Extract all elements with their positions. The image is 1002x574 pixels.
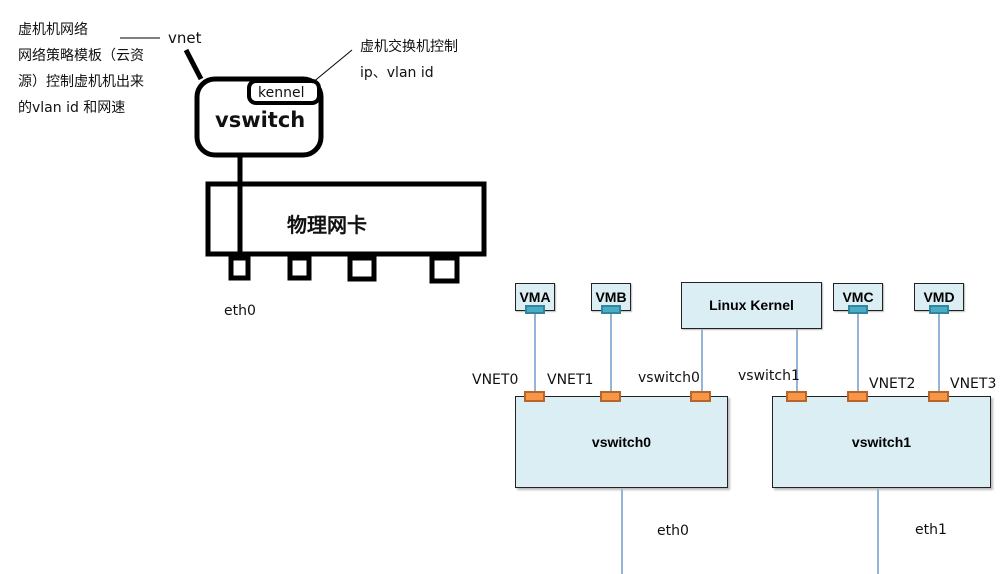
kennel-pointer-line (311, 49, 353, 84)
vm-label: VMA (519, 289, 551, 305)
switch-port-vswitch0 (690, 391, 711, 402)
note-line: 虚机交换机控制 (360, 39, 458, 55)
nic-port-4 (429, 255, 460, 284)
uplink-label-eth1: eth1 (915, 522, 947, 538)
vswitch0-box[interactable]: vswitch0 (515, 396, 728, 488)
vm-label: VMC (842, 289, 874, 305)
vswitch1-label: vswitch1 (851, 434, 912, 450)
port-label-vswitch1: vswitch1 (738, 368, 800, 384)
note-line: 虚机机网络 (18, 22, 88, 38)
vm-nic-vmb (601, 305, 621, 314)
switch-port-vnet2 (847, 391, 868, 402)
vm-nic-vma (525, 305, 545, 314)
port-label-vnet1: VNET1 (547, 372, 594, 388)
note-line: 的vlan id 和网速 (18, 100, 126, 116)
vm-nic-vmc (848, 305, 868, 314)
vnet-label: vnet (168, 29, 202, 47)
vm-label: VMB (595, 289, 627, 305)
nic-port-3 (347, 255, 377, 282)
port-label-vswitch0: vswitch0 (638, 370, 700, 386)
vm-network-notes: 虚机机网络 网络策略模板（云资 源）控制虚机机出来 的vlan id 和网速 (18, 17, 144, 121)
linux-kernel-box[interactable]: Linux Kernel (681, 282, 822, 329)
kernel-label: Linux Kernel (709, 297, 794, 313)
vm-nic-vmd (929, 305, 949, 314)
eth0-label-left: eth0 (224, 303, 256, 319)
switch-port-vnet3 (928, 391, 949, 402)
vswitch1-box[interactable]: vswitch1 (772, 396, 991, 488)
uplink-label-eth0: eth0 (657, 523, 689, 539)
kennel-box (247, 79, 321, 105)
vswitch-label: vswitch (215, 108, 306, 132)
note-line: 网络策略模板（云资 (18, 48, 144, 64)
switch-port-vswitch1 (786, 391, 807, 402)
physical-nic-label: 物理网卡 (287, 213, 367, 237)
vswitch0-label: vswitch0 (591, 434, 652, 450)
port-label-vnet0: VNET0 (472, 372, 519, 388)
vswitch-control-notes: 虚机交换机控制 ip、vlan id (360, 34, 458, 86)
port-label-vnet3: VNET3 (950, 376, 997, 392)
physical-nic-box (205, 181, 487, 257)
vm-label: VMD (923, 289, 955, 305)
note-line: 源）控制虚机机出来 (18, 74, 144, 90)
vnet-antenna (183, 48, 204, 81)
nic-port-1 (228, 255, 251, 281)
note-line: ip、vlan id (360, 65, 434, 81)
switch-port-vnet0 (524, 391, 545, 402)
nic-port-2 (287, 255, 312, 281)
switch-port-vnet1 (600, 391, 621, 402)
port-label-vnet2: VNET2 (869, 376, 916, 392)
kennel-label: kennel (258, 85, 305, 101)
